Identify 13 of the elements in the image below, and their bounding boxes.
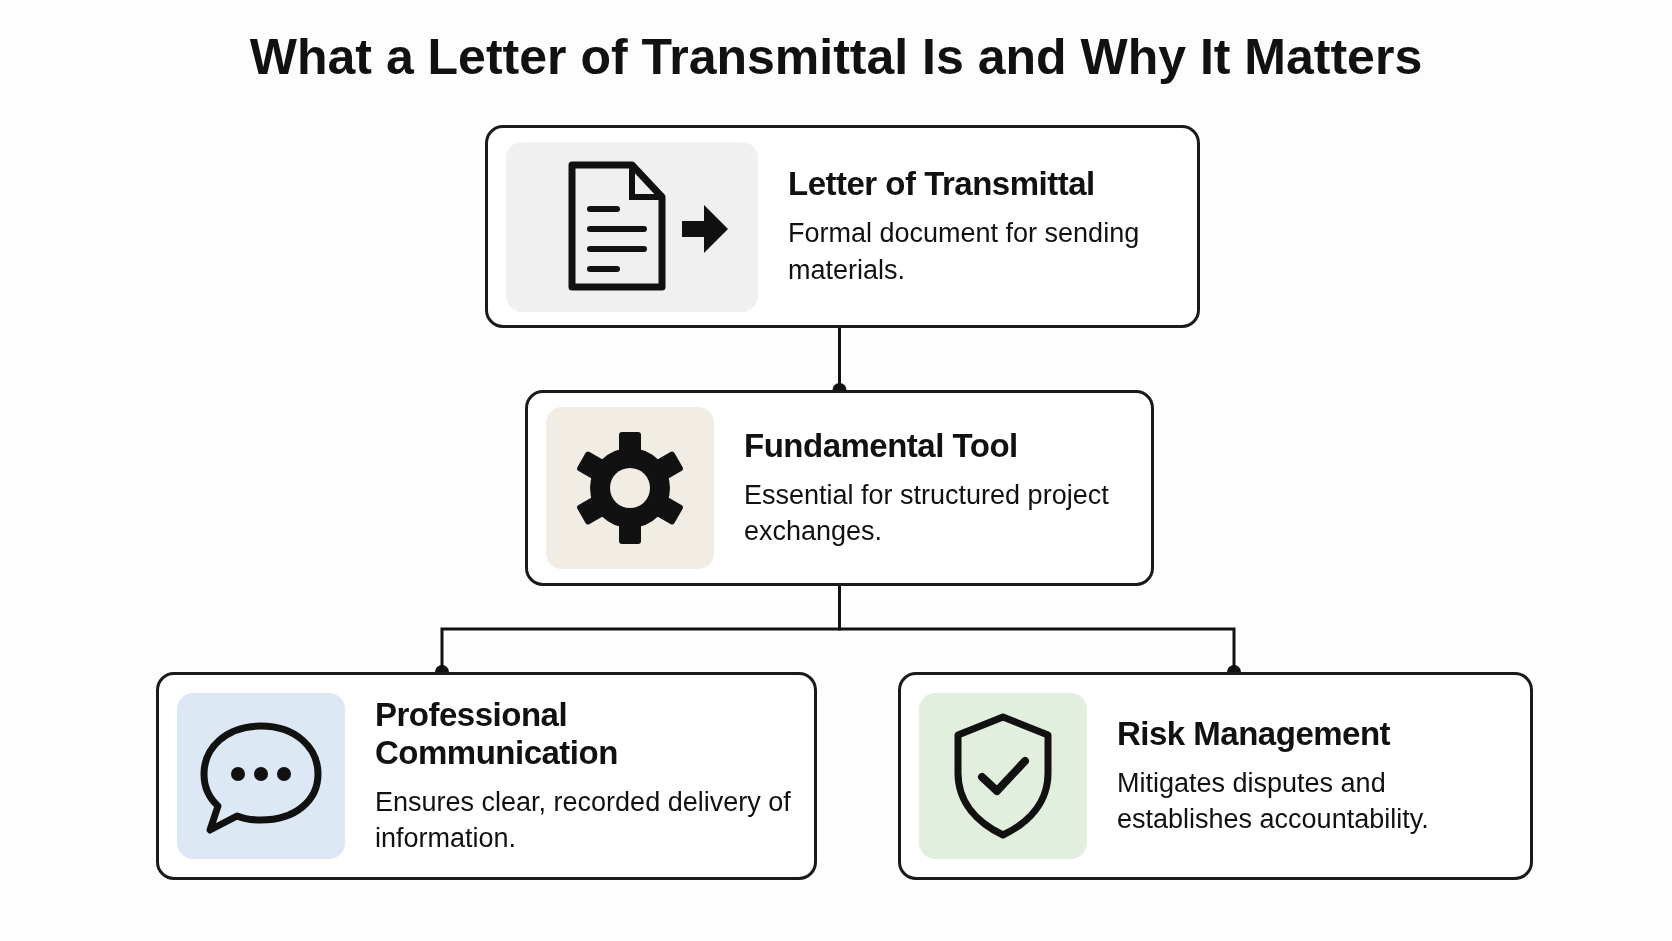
process-box [898,672,1533,880]
node-description: Mitigates disputes and establishes accountability. [1117,766,1430,836]
node-title: Letter of Transmittal [788,165,1096,204]
node-title: Fundamental Tool [744,426,1019,465]
process-box [156,672,817,880]
node-title: Professional Communication [375,695,619,772]
process-box [485,125,1200,328]
process-box [525,390,1154,586]
node-title: Risk Management [1117,714,1392,753]
node-description: Ensures clear, recorded delivery of information. [375,785,792,855]
node-description: Formal document for sending materials. [788,217,1141,287]
node-description: Essential for structured project exchanges. [744,478,1110,548]
diagram-title: What a Letter of Transmittal Is and Why It Matters [248,28,1424,86]
